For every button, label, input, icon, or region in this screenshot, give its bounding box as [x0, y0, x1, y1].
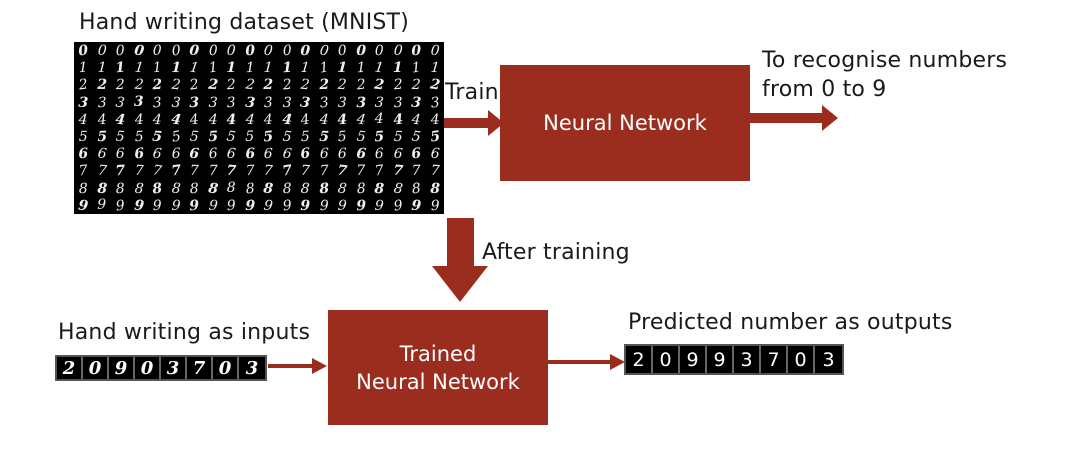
mnist-digit: 4 [374, 111, 384, 128]
trained-box-line2: Neural Network [356, 369, 520, 394]
predicted-digit-cell: 2 [626, 346, 653, 373]
input-digit-cell: 9 [109, 357, 135, 379]
predicted-digit-cell: 7 [761, 346, 788, 373]
predicted-digit-cell: 0 [653, 346, 680, 373]
mnist-digit: 7 [356, 162, 366, 179]
predicted-arrow [548, 354, 625, 370]
neural-network-box: Neural Network [500, 65, 750, 181]
trained-neural-network-box: Trained Neural Network [328, 310, 548, 425]
input-digit-cell: 3 [161, 357, 187, 379]
after-training-arrow [432, 218, 488, 302]
mnist-digit: 1 [392, 59, 403, 76]
outputs-label: Predicted number as outputs [628, 310, 953, 335]
mnist-digit: 5 [245, 128, 255, 145]
train-arrow [444, 110, 504, 136]
after-training-label: After training [482, 240, 630, 265]
input-digit-cell: 0 [135, 357, 161, 379]
output-label-line2: from 0 to 9 [762, 77, 887, 102]
mnist-digit: 9 [97, 197, 107, 214]
predicted-digit-cell: 9 [707, 346, 734, 373]
output-arrow [750, 105, 838, 131]
predicted-digit-cell: 3 [734, 346, 761, 373]
trained-box-line1: Trained [399, 341, 477, 366]
input-digit-cell: 0 [83, 357, 109, 379]
predicted-digit-cell: 0 [788, 346, 815, 373]
input-digit-cell: 3 [245, 357, 259, 379]
mnist-digit: 2 [263, 76, 274, 93]
mnist-digit: 8 [226, 180, 236, 197]
inputs-label: Hand writing as inputs [58, 320, 311, 345]
input-digit-cell: 7 [187, 357, 213, 379]
neural-network-label: Neural Network [543, 111, 707, 135]
predicted-digit-cell: 9 [680, 346, 707, 373]
mnist-digit: 6 [115, 145, 125, 162]
inputs-arrow [268, 358, 327, 374]
output-label-line1: To recognise numbers [762, 48, 1008, 73]
mnist-digit: 3 [133, 94, 144, 111]
mnist-digit: 0 [152, 42, 162, 59]
dataset-title: Hand writing dataset (MNIST) [79, 10, 409, 35]
input-digit-cell: 2 [57, 357, 83, 379]
predicted-digit-cell: 3 [822, 348, 835, 371]
input-digit-cell: 0 [213, 357, 239, 379]
train-label: Train [445, 80, 499, 105]
